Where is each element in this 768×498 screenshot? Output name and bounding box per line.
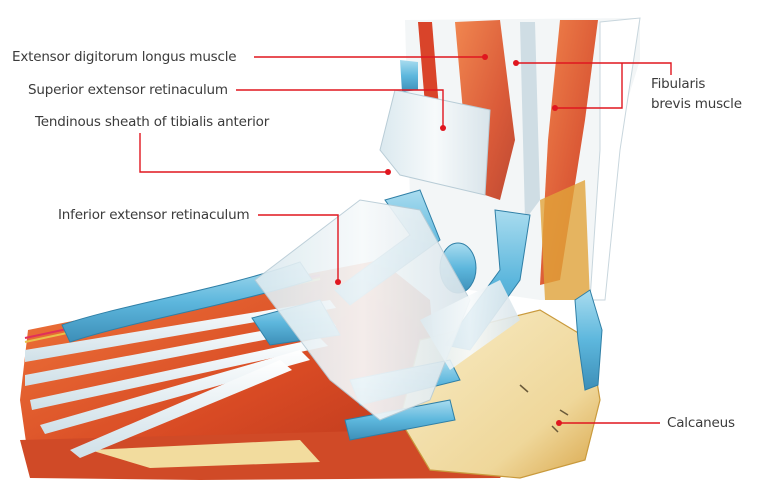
label-fibularis-line2: brevis muscle	[651, 96, 742, 112]
retinacula	[254, 89, 520, 421]
leg-column	[405, 17, 641, 301]
label-fibularis-line1: Fibularis	[651, 76, 706, 92]
leader-tsta	[139, 133, 388, 173]
label-calcaneus: Calcaneus	[667, 415, 735, 431]
leader-dots	[335, 54, 562, 426]
leader-ier	[258, 214, 339, 282]
label-extensor-digitorum-longus: Extensor digitorum longus muscle	[12, 49, 237, 65]
label-superior-extensor-retinaculum: Superior extensor retinaculum	[28, 82, 228, 98]
label-inferior-extensor-retinaculum: Inferior extensor retinaculum	[58, 207, 250, 223]
leader-ser	[236, 89, 444, 128]
label-fibularis-brevis: Fibularis brevis muscle	[651, 74, 742, 114]
leader-fbm-bracket	[555, 63, 623, 109]
leader-lines	[139, 56, 672, 424]
bone-marks	[519, 384, 569, 433]
leader-fbm-top	[516, 62, 672, 75]
label-tendinous-sheath-tibialis-anterior: Tendinous sheath of tibialis anterior	[35, 114, 270, 130]
